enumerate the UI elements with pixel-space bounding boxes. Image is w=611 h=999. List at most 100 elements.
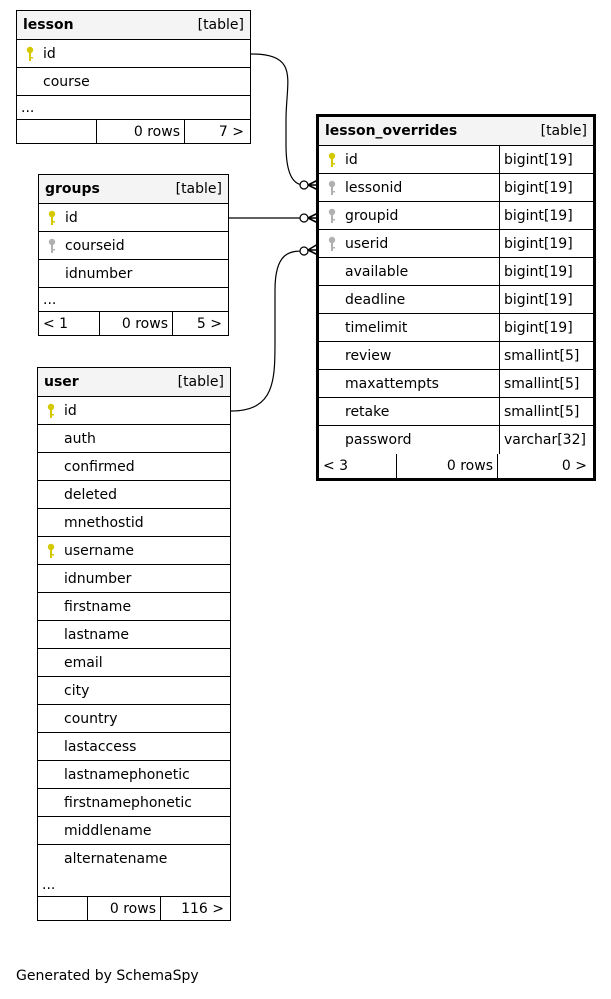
column-name: firstnamephonetic	[64, 794, 192, 811]
column-row[interactable]: retake smallint[5]	[319, 398, 593, 426]
column-row[interactable]: id	[39, 204, 228, 232]
more-columns-ellipsis: ...	[38, 873, 230, 897]
column-name: maxattempts	[345, 375, 439, 392]
column-name: lastaccess	[64, 738, 137, 755]
table-header: lesson [table]	[17, 11, 250, 40]
column-name: idnumber	[65, 265, 133, 282]
table-footer: < 1 0 rows 5 >	[39, 312, 228, 335]
column-row[interactable]: maxattempts smallint[5]	[319, 370, 593, 398]
foreign-key-icon	[47, 238, 57, 258]
column-name: lessonid	[345, 179, 403, 196]
column-row[interactable]: confirmed	[38, 453, 230, 481]
column-type: bigint[19]	[499, 286, 593, 313]
column-row[interactable]: email	[38, 649, 230, 677]
column-name: alternatename	[64, 851, 168, 867]
column-row[interactable]: city	[38, 677, 230, 705]
column-row[interactable]: deleted	[38, 481, 230, 509]
column-row[interactable]: lastnamephonetic	[38, 761, 230, 789]
column-row[interactable]: available bigint[19]	[319, 258, 593, 286]
column-type: bigint[19]	[499, 230, 593, 257]
column-row[interactable]: lastaccess	[38, 733, 230, 761]
parents-count[interactable]: < 1	[39, 312, 100, 335]
column-name: lastname	[64, 626, 129, 643]
table-groups[interactable]: groups [table] id courseid idnumber ... …	[38, 174, 229, 336]
parents-count[interactable]	[38, 897, 88, 920]
column-row[interactable]: username	[38, 537, 230, 565]
table-footer: 0 rows 116 >	[38, 897, 230, 920]
column-row[interactable]: middlename	[38, 817, 230, 845]
column-name: password	[345, 432, 412, 448]
column-row[interactable]: lastname	[38, 621, 230, 649]
parents-count[interactable]	[17, 120, 97, 143]
relation-optional-marker	[299, 246, 309, 256]
column-type: bigint[19]	[499, 258, 593, 285]
column-row[interactable]: id	[38, 397, 230, 425]
column-row[interactable]: userid bigint[19]	[319, 230, 593, 258]
column-name: review	[345, 347, 392, 364]
children-count[interactable]: 5 >	[196, 315, 222, 332]
primary-key-icon	[46, 403, 56, 423]
table-footer: 0 rows 7 >	[17, 120, 250, 143]
children-count[interactable]: 7 >	[218, 123, 244, 140]
generated-by-label: Generated by SchemaSpy	[16, 968, 199, 984]
column-name: userid	[345, 235, 389, 252]
column-name: deleted	[64, 486, 117, 503]
relation-user-to-lesson-overrides	[230, 250, 305, 412]
column-row[interactable]: firstnamephonetic	[38, 789, 230, 817]
column-row[interactable]: country	[38, 705, 230, 733]
table-name: user	[44, 374, 79, 390]
more-columns-ellipsis: ...	[17, 96, 250, 120]
relation-optional-marker	[299, 213, 309, 223]
row-count: 0 rows	[100, 312, 173, 335]
column-name: deadline	[345, 291, 406, 308]
column-row[interactable]: courseid	[39, 232, 228, 260]
table-lesson[interactable]: lesson [table] id course ... 0 rows 7 >	[16, 10, 251, 144]
column-type: bigint[19]	[499, 174, 593, 201]
column-type: varchar[32]	[499, 426, 593, 454]
table-header: user [table]	[38, 368, 230, 397]
column-name: courseid	[65, 237, 125, 254]
column-row[interactable]: lessonid bigint[19]	[319, 174, 593, 202]
column-row[interactable]: deadline bigint[19]	[319, 286, 593, 314]
more-columns-ellipsis: ...	[39, 288, 228, 312]
table-name: lesson_overrides	[325, 123, 458, 139]
table-footer: < 3 0 rows 0 >	[319, 454, 593, 478]
primary-key-icon	[25, 46, 35, 66]
column-row[interactable]: course	[17, 68, 250, 96]
column-row[interactable]: password varchar[32]	[319, 426, 593, 454]
table-type: [table]	[540, 123, 587, 139]
column-name: firstname	[64, 598, 132, 615]
column-row[interactable]: id	[17, 40, 250, 68]
column-row[interactable]: auth	[38, 425, 230, 453]
column-name: city	[64, 682, 90, 699]
column-name: mnethostid	[64, 514, 144, 531]
column-row[interactable]: idnumber	[39, 260, 228, 288]
column-name: course	[43, 73, 90, 90]
column-row[interactable]: idnumber	[38, 565, 230, 593]
column-name: groupid	[345, 207, 399, 224]
parents-count[interactable]: < 3	[319, 454, 397, 478]
column-type: bigint[19]	[499, 314, 593, 341]
column-row[interactable]: mnethostid	[38, 509, 230, 537]
foreign-key-icon	[327, 208, 337, 228]
column-type: smallint[5]	[499, 370, 593, 397]
row-count: 0 rows	[97, 120, 185, 143]
column-name: id	[43, 45, 56, 62]
children-count[interactable]: 0 >	[561, 458, 587, 474]
column-name: id	[345, 151, 358, 168]
column-type: smallint[5]	[499, 398, 593, 425]
primary-key-icon	[46, 543, 56, 563]
column-row[interactable]: firstname	[38, 593, 230, 621]
column-name: available	[345, 263, 409, 280]
children-count[interactable]: 116 >	[181, 900, 224, 917]
row-count: 0 rows	[88, 897, 161, 920]
column-name: retake	[345, 403, 390, 420]
column-row[interactable]: alternatename	[38, 845, 230, 873]
column-name: lastnamephonetic	[64, 766, 190, 783]
